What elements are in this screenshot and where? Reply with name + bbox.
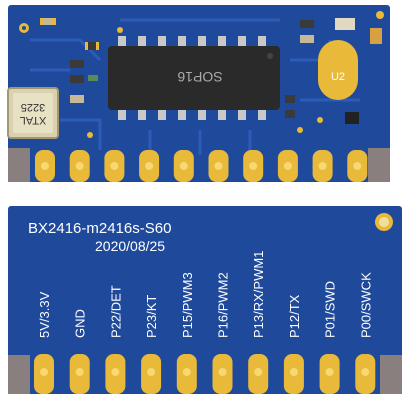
top-pin-pad-hole [110, 162, 119, 170]
pin-label: P12/TX [287, 294, 302, 338]
top-pin-pad-hole [318, 162, 327, 170]
pin-label: P23/KT [144, 295, 159, 338]
top-vias [19, 11, 384, 138]
chip-label: SOP16 [177, 69, 222, 85]
chip-lead-top [258, 36, 266, 48]
bottom-pin-pad-hole [75, 368, 84, 376]
bottom-pin-pad-hole [361, 368, 370, 376]
bottom-pin-pad-hole [111, 368, 120, 376]
pin-label: P16/PWM2 [216, 272, 231, 338]
chip-lead-top [178, 36, 186, 48]
chip-lead-bottom [158, 108, 166, 120]
top-pin-pad-hole [41, 162, 49, 170]
top-pin-pad-hole [249, 162, 258, 170]
bottom-pin-pad-hole [218, 368, 227, 376]
top-board: 3225 XTAL SOP16 U2 [7, 5, 390, 182]
bottom-pin-pad-hole [182, 368, 191, 376]
chip-lead-top [118, 36, 126, 48]
crystal-label-1: 3225 [21, 101, 45, 113]
chip-body [108, 46, 280, 110]
pin-label: P22/DET [108, 285, 123, 338]
top-pin-pad-hole [179, 162, 188, 170]
chip-lead-top [218, 36, 226, 48]
chip-lead-bottom [138, 108, 146, 120]
top-pin-pad-hole [353, 162, 362, 170]
antenna-component: U2 [318, 40, 358, 100]
bottom-board: BX2416-m2416s-S60 2020/08/25 5V/3.3V GND P… [8, 206, 402, 394]
bottom-board-substrate [8, 206, 402, 394]
bottom-pin-pad-hole [40, 368, 48, 376]
pin-label: P15/PWM3 [180, 272, 195, 338]
pin-label: P13/RX/PWM1 [251, 251, 266, 338]
bottom-right-castellation [380, 355, 402, 394]
bottom-pin-pad-hole [254, 368, 263, 376]
pin-label: P00/SWCK [358, 272, 373, 338]
top-pin-pad-hole [75, 162, 84, 170]
pin-label: P01/SWD [323, 281, 338, 338]
bottom-pin-pad-hole [289, 368, 298, 376]
chip-pin1-marker [267, 53, 273, 59]
chip-lead-bottom [118, 108, 126, 120]
chip-lead-top [238, 36, 246, 48]
crystal-component: 3225 XTAL [7, 87, 59, 139]
antenna-pad [318, 40, 358, 100]
pin-labels: 5V/3.3V GND P22/DET P23/KT P15/PWM3 P16/PWM2 P… [37, 251, 373, 338]
chip-lead-top [198, 36, 206, 48]
model-label: BX2416-m2416s-S60 [28, 220, 171, 237]
chip-lead-bottom [178, 108, 186, 120]
bottom-pin-pad-hole [147, 368, 156, 376]
top-pin-pad-hole [283, 162, 292, 170]
bottom-pin-pads [34, 354, 376, 394]
chip-leads [118, 36, 266, 120]
top-smd-components [40, 18, 382, 124]
chip-lead-bottom [198, 108, 206, 120]
chip-lead-bottom [238, 108, 246, 120]
chip-lead-bottom [258, 108, 266, 120]
bottom-pin-pad-hole [325, 368, 334, 376]
chip-lead-bottom [218, 108, 226, 120]
top-left-castellation [8, 148, 30, 182]
crystal-label-2: XTAL [20, 114, 47, 126]
bottom-left-castellation [8, 355, 30, 394]
antenna-label: U2 [331, 71, 345, 83]
bottom-mount-hole [375, 213, 393, 231]
top-right-castellation [368, 148, 390, 182]
sop16-chip: SOP16 [108, 36, 280, 120]
pin-label: 5V/3.3V [37, 291, 52, 338]
top-pin-pad-hole [145, 162, 154, 170]
pin-label: GND [73, 309, 88, 338]
chip-lead-top [158, 36, 166, 48]
top-pin-pads [35, 150, 368, 182]
date-label: 2020/08/25 [95, 238, 165, 254]
chip-lead-top [138, 36, 146, 48]
top-pin-pad-hole [214, 162, 223, 170]
